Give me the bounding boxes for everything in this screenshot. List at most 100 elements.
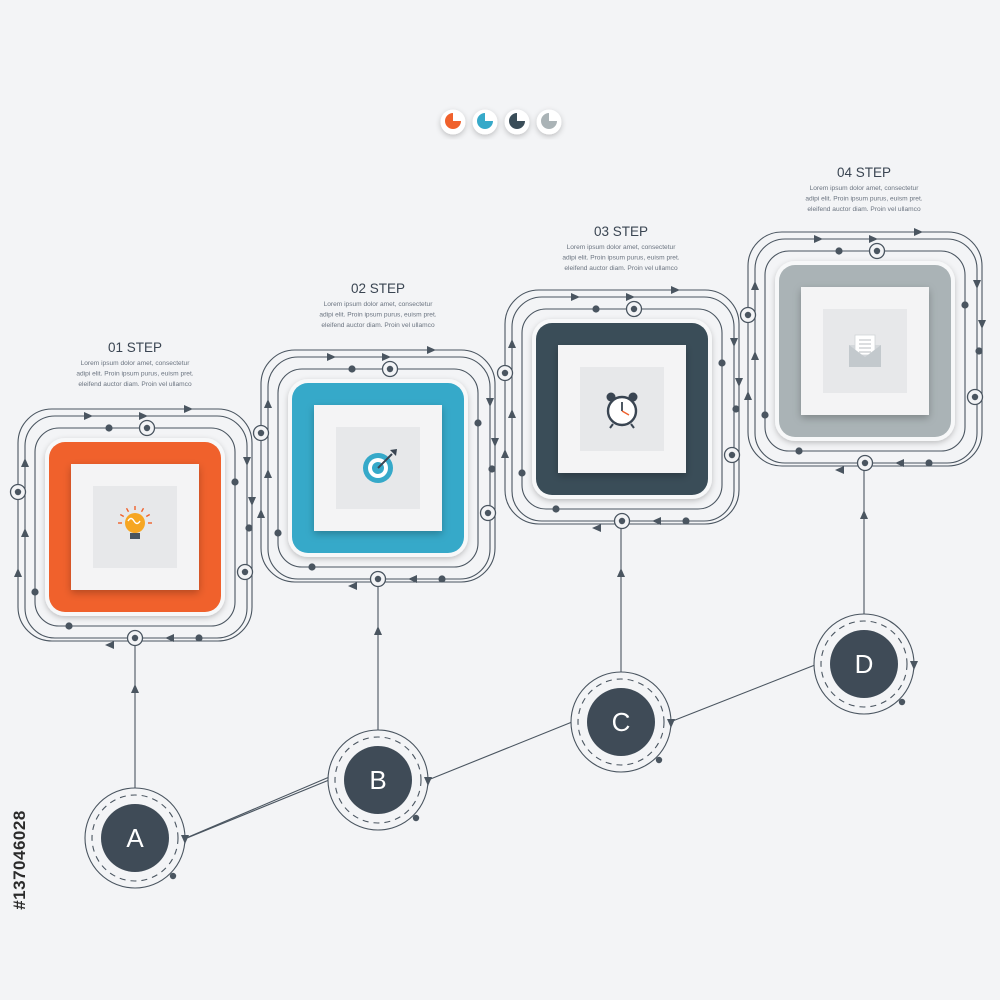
step-description-line: eleifend auctor diam. Proin vel ullamco [321,322,435,329]
junction-dot [835,247,843,255]
envelope-icon [849,334,881,367]
node-link-ab-line [185,774,335,839]
junction-dot [925,459,933,467]
step-title: 01 STEP [108,340,162,355]
junction-dot [795,447,803,455]
arrow-left-icon [835,466,844,474]
arrow-left-icon [408,575,417,583]
junction-dot [975,347,983,355]
legend-swatch [472,109,498,135]
arrow-down-icon [181,835,189,844]
arrow-up-icon [14,568,22,577]
node-c: C [570,671,675,773]
junction-ring-core [374,575,382,583]
junction-ring-core [241,568,249,576]
step-card-1: 01 STEP Lorem ipsum dolor amet, consectet… [9,340,256,649]
junction-ring-core [131,634,139,642]
junction-ring-core [728,451,736,459]
legend-swatch [504,109,530,135]
step-card-4: 04 STEP Lorem ipsum dolor amet, consectet… [739,165,986,474]
arrow-right-icon [139,412,148,420]
arrow-down-icon [730,338,738,347]
node-letter: B [369,765,386,795]
node-link-bc-line [427,719,578,781]
circuit-inner-track [764,250,966,452]
junction-dot [898,698,906,706]
junction-ring-core [484,509,492,517]
junction-dot [105,424,113,432]
arrow-right-icon [869,235,878,243]
target-arrow-fletch [390,449,397,456]
arrow-up-icon [21,528,29,537]
step-description-line: adipi elit. Proin ipsum purus, euism pre… [805,196,922,203]
arrow-right-icon [382,353,391,361]
node-b: B [327,729,432,831]
junction-dot [245,524,253,532]
step-cards: 01 STEP Lorem ipsum dolor amet, consectet… [9,165,986,649]
step-description-line: eleifend auctor diam. Proin vel ullamco [807,206,921,213]
node-dashed-ring [577,678,665,766]
step-description-line: Lorem ipsum dolor amet, consectetur [324,301,434,308]
node-dashed-ring [91,794,179,882]
junction-ring-core [386,365,394,373]
node-dashed-ring [334,736,422,824]
bulb-ray [119,513,125,518]
junction-ring-core [744,311,752,319]
arrow-down-icon [248,497,256,506]
arrow-up-icon [860,510,868,519]
junction-dot [552,505,560,513]
arrow-up-icon [508,339,516,348]
step-description-line: eleifend auctor diam. Proin vel ullamco [78,381,192,388]
node-link-cd-line [669,662,821,723]
arrow-up-icon [751,281,759,290]
lightbulb-icon [118,506,152,539]
step-description-line: eleifend auctor diam. Proin vel ullamco [564,265,678,272]
junction-ring-core [14,488,22,496]
junction-ring-core [873,247,881,255]
arrow-up-icon [744,391,752,400]
junction-dot [761,411,769,419]
junction-ring-core [618,517,626,525]
pie-swatch-icon [445,113,461,129]
junction-dot [31,588,39,596]
clock-leg-left [609,423,614,429]
bulb-ray [145,513,151,518]
step-title: 04 STEP [837,165,891,180]
target-arrow-shaft [377,453,393,469]
arrow-down-icon [491,438,499,447]
node-disc [830,630,898,698]
junction-dot [412,814,420,822]
junction-dot [308,563,316,571]
step-description-line: adipi elit. Proin ipsum purus, euism pre… [319,312,436,319]
arrow-right-icon [914,228,923,236]
pie-swatch-icon [509,113,525,129]
arrow-down-icon [735,378,743,387]
junction-dot [348,365,356,373]
arrow-up-icon [617,568,625,577]
arrow-left-icon [105,641,114,649]
junction-dot [518,469,526,477]
node-link-ab [186,777,335,839]
arrow-left-icon [592,524,601,532]
arrow-up-icon [751,351,759,360]
junction-dot [732,405,740,413]
junction-ring-core [257,429,265,437]
junction-dot [592,305,600,313]
circuit-inner-track [277,368,479,568]
pie-swatch-icon [477,113,493,129]
junction-ring-core [971,393,979,401]
arrow-right-icon [427,346,436,354]
node-disc [344,746,412,814]
step-description-line: Lorem ipsum dolor amet, consectetur [81,360,191,367]
step-description-line: Lorem ipsum dolor amet, consectetur [810,185,920,192]
circuit-frame [496,286,743,532]
junction-ring-core [861,459,869,467]
junction-ring-core [630,305,638,313]
circuit-inner-track [521,308,723,510]
circuit-frame [9,405,256,649]
arrow-right-icon [814,235,823,243]
node-letter: D [855,649,874,679]
